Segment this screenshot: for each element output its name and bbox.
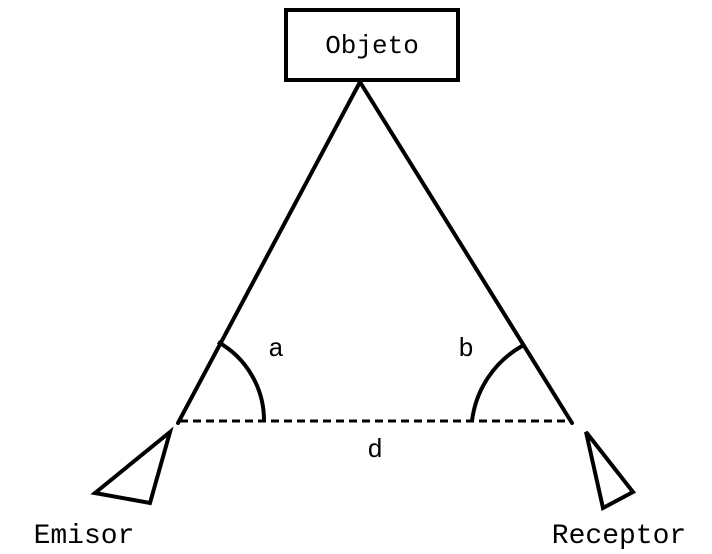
object-box: [284, 8, 460, 82]
angle-a-arc: [217, 340, 267, 422]
distance-label: d: [367, 435, 383, 465]
angle-b-label: b: [458, 334, 474, 364]
receiver-label: Receptor: [552, 521, 686, 552]
angle-a-label: a: [268, 334, 284, 364]
emitter-horn-icon: [90, 426, 174, 506]
angle-b-arc: [470, 344, 523, 422]
receiver-horn-icon: [584, 430, 637, 512]
object-label: Objeto: [325, 31, 419, 61]
emitter-label: Emisor: [34, 521, 135, 552]
receiver-line: [358, 80, 574, 425]
emitter-line: [176, 80, 362, 425]
